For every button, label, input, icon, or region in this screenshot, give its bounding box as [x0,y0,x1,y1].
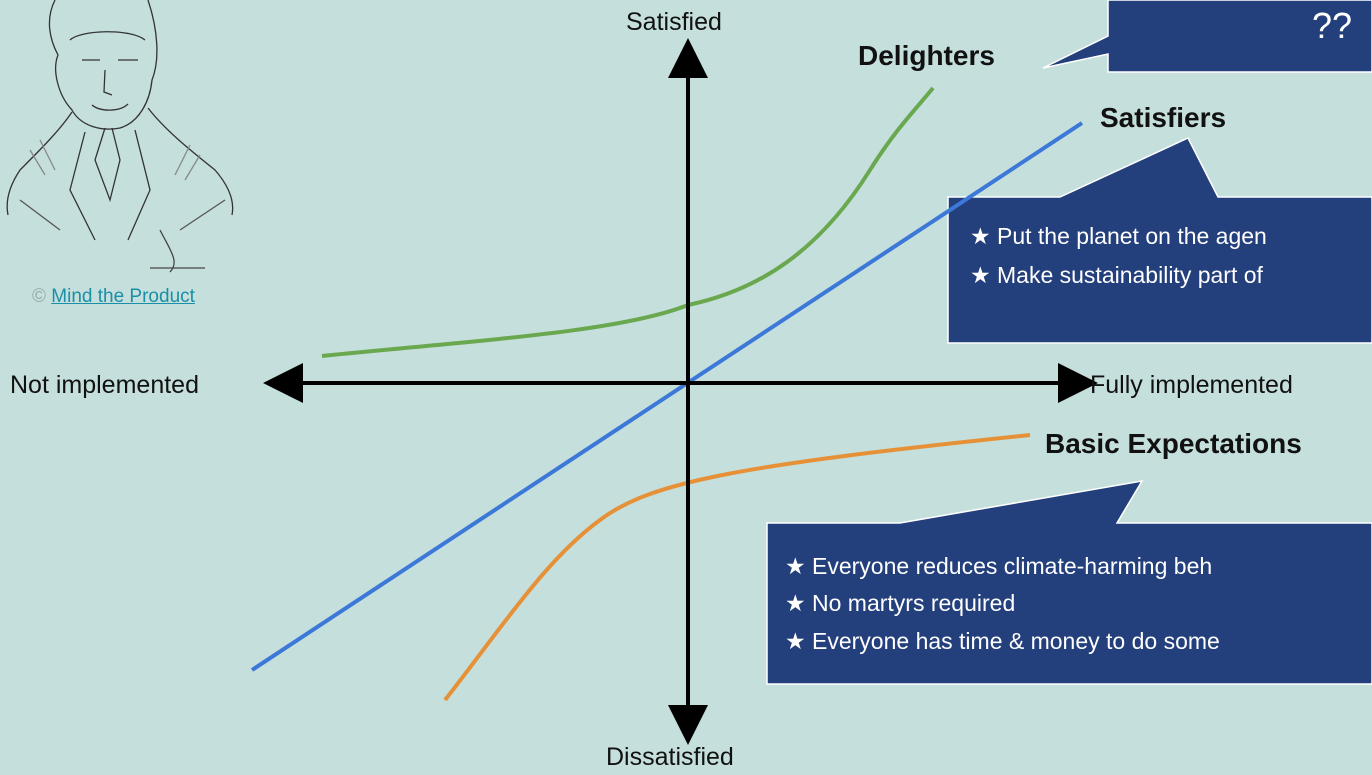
axis-label-left: Not implemented [10,371,199,399]
axis-label-bottom: Dissatisfied [606,743,734,771]
credit-link[interactable]: Mind the Product [51,286,195,307]
axis-label-top: Satisfied [626,8,722,36]
delighters-callout [1042,0,1372,73]
basic-expectations-callout [766,479,1372,685]
satisfiers-item-2: ★ Make sustainability part of [970,262,1263,288]
basic-item-1: ★ Everyone reduces climate-harming beh [785,553,1213,579]
basic-item-2: ★ No martyrs required [785,590,1016,616]
satisfiers-callout [947,137,1372,344]
basic-item-3: ★ Everyone has time & money to do some [785,628,1220,654]
portrait-sketch [6,0,234,273]
satisfiers-line [250,121,1084,672]
delighters-callout-text: ?? [1312,5,1353,46]
satisfiers-label: Satisfiers [1100,102,1227,133]
image-credit: © Mind the Product [32,286,195,308]
basic-expectations-label: Basic Expectations [1045,428,1302,459]
satisfiers-item-1: ★ Put the planet on the agen [970,223,1267,249]
copyright-symbol: © [32,286,46,307]
axis-label-right: Fully implemented [1090,371,1293,399]
basic-expectations-curve [443,433,1031,702]
delighters-label: Delighters [858,40,995,71]
delighters-curve [321,86,935,358]
